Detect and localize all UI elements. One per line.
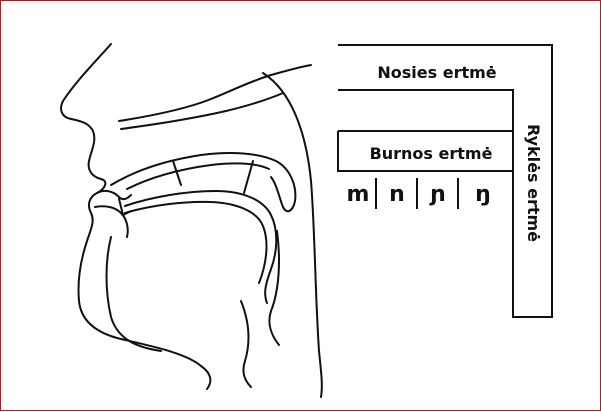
nasal-cavity-box bbox=[338, 45, 552, 317]
hard-palate-mark bbox=[173, 161, 181, 185]
face-outline bbox=[61, 44, 210, 389]
pharyngeal-cavity-label: Ryklės ertmė bbox=[524, 124, 543, 242]
nasal-cavity-label: Nosies ertmė bbox=[377, 63, 496, 82]
phoneme-velar-nasal: ŋ bbox=[475, 182, 491, 207]
phoneme-palatal-nasal: ɲ bbox=[429, 182, 446, 207]
head-profile bbox=[61, 44, 322, 397]
pharynx-back bbox=[263, 73, 322, 397]
phoneme-n: n bbox=[389, 182, 405, 207]
jaw-line bbox=[107, 237, 162, 351]
upper-lip bbox=[97, 191, 131, 199]
soft-palate-mark bbox=[244, 161, 253, 193]
phoneme-m: m bbox=[347, 182, 370, 207]
cavity-schematic bbox=[338, 45, 552, 317]
oral-cavity-label: Burnos ertmė bbox=[370, 144, 493, 163]
